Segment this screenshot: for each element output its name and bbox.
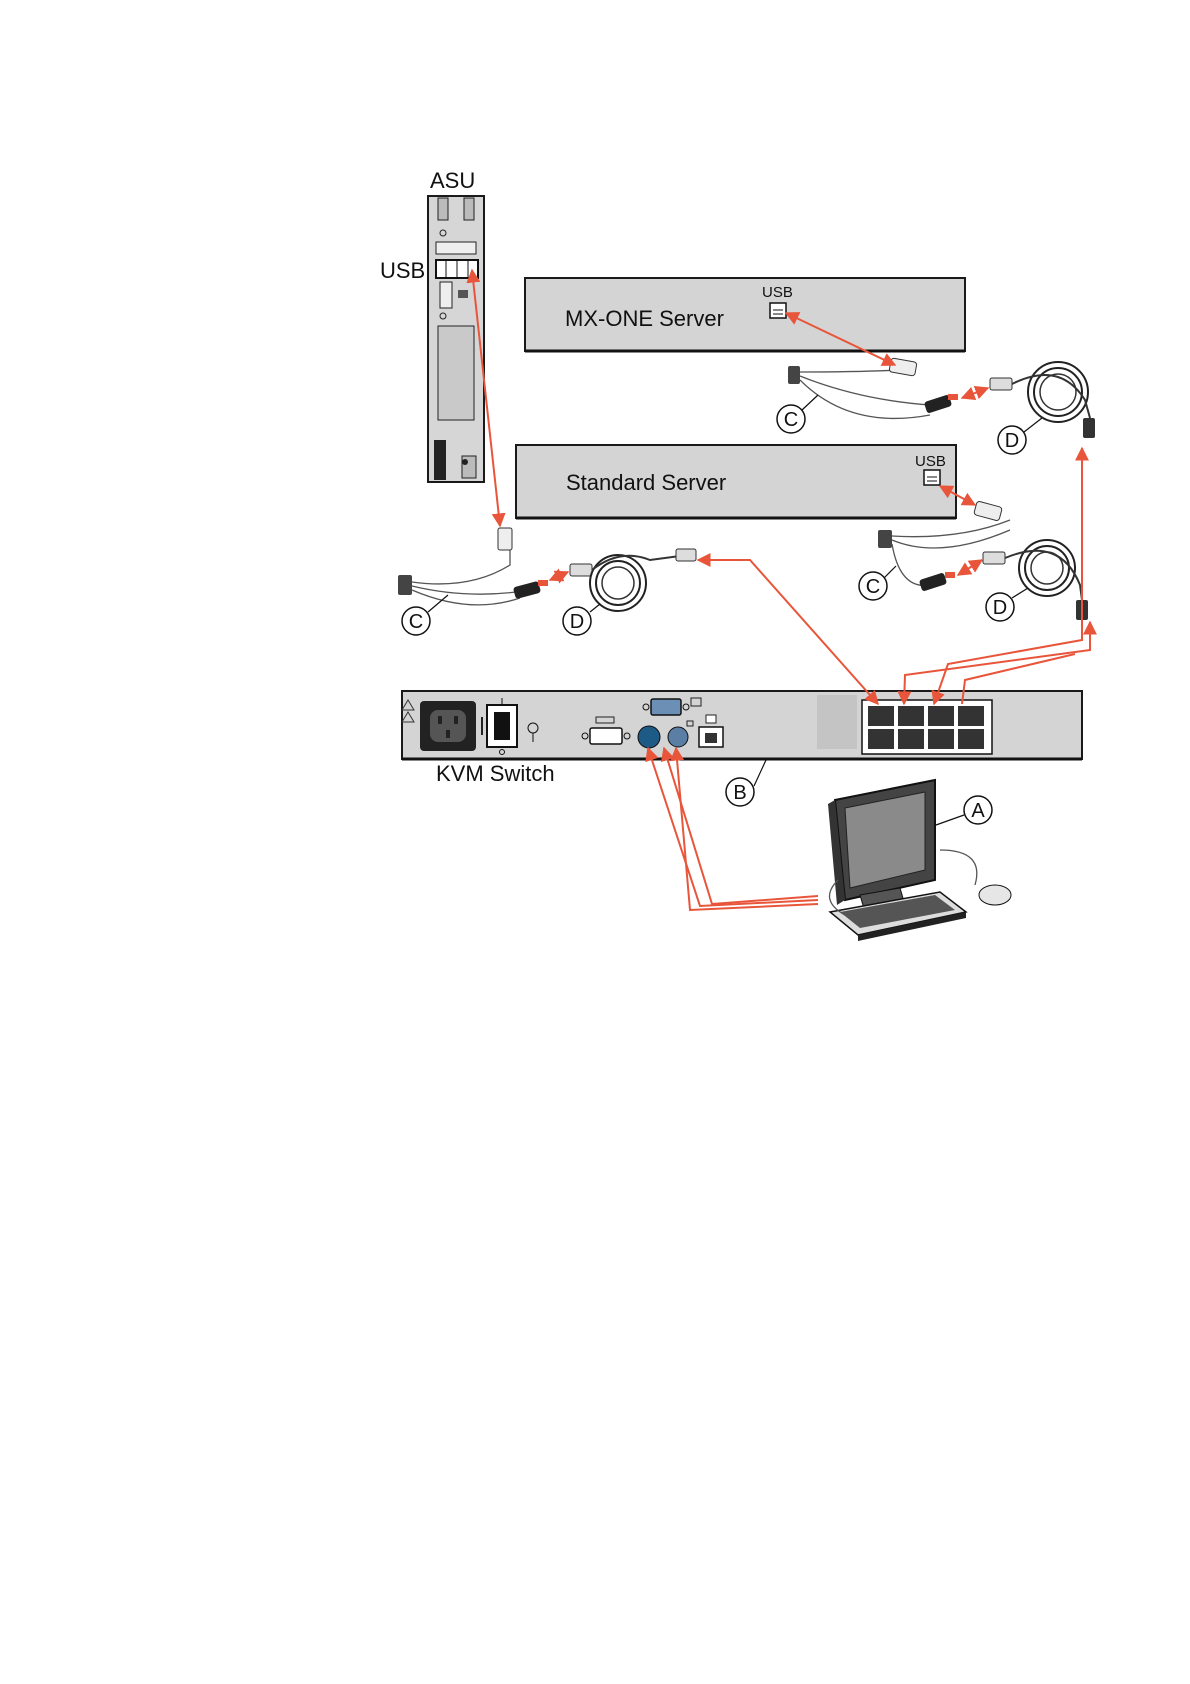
callout-b: B	[726, 760, 766, 806]
callout-c-3: C	[402, 595, 448, 635]
callout-d-1: D	[998, 418, 1042, 454]
cable-c-asu	[398, 528, 548, 605]
mx-one-usb-label: USB	[762, 284, 793, 301]
kvm-switch: KVM Switch	[402, 691, 1082, 786]
vent-grille	[817, 695, 857, 749]
standard-server: Standard Server USB	[516, 445, 956, 518]
svg-text:C: C	[784, 409, 798, 431]
svg-text:D: D	[993, 597, 1007, 619]
cable-d-asu	[570, 549, 696, 611]
mx-one-server-label: MX-ONE Server	[565, 306, 724, 331]
svg-text:C: C	[409, 611, 423, 633]
asu-unit: ASU USB	[380, 168, 484, 482]
asu-label: ASU	[430, 168, 475, 193]
callout-d-3: D	[563, 604, 600, 635]
svg-text:C: C	[866, 576, 880, 598]
callout-c-2: C	[859, 566, 896, 600]
callout-c-1: C	[777, 395, 818, 433]
cable-c-mx-one	[788, 358, 958, 419]
ps2-keyboard-port	[638, 726, 660, 748]
svg-text:D: D	[570, 611, 584, 633]
callout-a: A	[936, 796, 992, 825]
mx-one-server: MX-ONE Server USB	[525, 278, 965, 351]
standard-server-label: Standard Server	[566, 470, 726, 495]
svg-text:D: D	[1005, 430, 1019, 452]
asu-usb-label: USB	[380, 258, 425, 283]
vga-port-console	[651, 699, 681, 715]
kvm-switch-label: KVM Switch	[436, 761, 555, 786]
server-ports	[862, 700, 992, 754]
svg-text:B: B	[733, 782, 746, 804]
mouse	[979, 885, 1011, 905]
vga-port-local	[590, 728, 622, 744]
callout-d-2: D	[986, 588, 1028, 621]
cable-d-mx-one	[990, 362, 1095, 438]
standard-usb-label: USB	[915, 453, 946, 470]
svg-text:A: A	[971, 800, 985, 822]
ps2-mouse-port	[668, 727, 688, 747]
